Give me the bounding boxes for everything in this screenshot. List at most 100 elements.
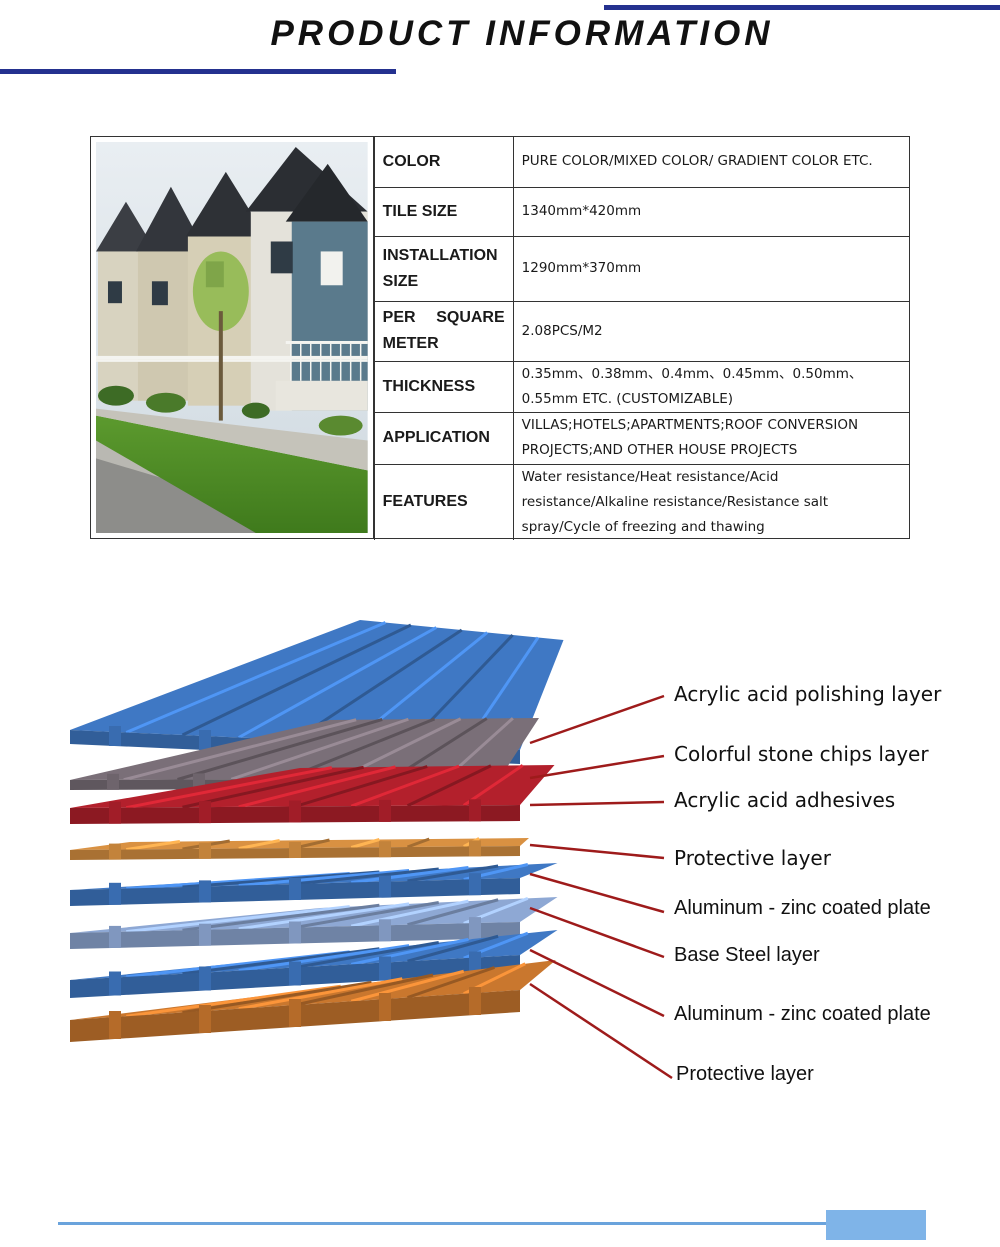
layer-rib bbox=[238, 839, 280, 850]
spec-label: COLOR bbox=[373, 137, 514, 188]
layer-rib bbox=[294, 765, 428, 808]
layer-sheet bbox=[70, 837, 529, 860]
spec-label: FEATURES bbox=[373, 463, 514, 540]
layer-rib bbox=[182, 981, 372, 1014]
layer-corrugation bbox=[107, 773, 119, 790]
table-row: PER SQUARE METER 2.08PCS/M2 bbox=[373, 300, 909, 362]
layer-corrugation bbox=[289, 842, 301, 858]
layer-rib bbox=[294, 901, 440, 929]
layer-corrugation bbox=[469, 873, 481, 896]
layer-rib bbox=[126, 905, 350, 934]
layer-sheet bbox=[70, 896, 558, 949]
layer-rib bbox=[294, 867, 439, 886]
layer-rib bbox=[126, 840, 181, 851]
spec-value: VILLAS;HOTELS;APARTMENTS;ROOF CONVERSION… bbox=[512, 411, 909, 465]
layer-label: Colorful stone chips layer bbox=[674, 742, 929, 766]
layer-corrugation bbox=[199, 801, 211, 824]
layer-corrugation bbox=[109, 726, 121, 746]
layer-rib bbox=[407, 864, 499, 883]
leader-line bbox=[529, 872, 665, 914]
layer-corrugation bbox=[199, 966, 211, 991]
layer-rib bbox=[294, 941, 440, 969]
layer-rib bbox=[407, 966, 495, 999]
layer-sheet bbox=[70, 863, 558, 906]
table-row: TILE SIZE 1340mm*420mm bbox=[373, 186, 909, 237]
layer-corrugation bbox=[289, 921, 301, 944]
footer-rule bbox=[58, 1222, 828, 1225]
layer-corrugation bbox=[199, 842, 211, 859]
layer-rib bbox=[126, 984, 341, 1018]
layer-corrugation bbox=[109, 925, 121, 948]
layer-corrugation bbox=[379, 956, 391, 981]
spec-label: INSTALLATION SIZE bbox=[373, 235, 514, 302]
layer-corrugation bbox=[109, 882, 121, 905]
layer-corrugation bbox=[289, 878, 301, 900]
leader-line bbox=[529, 906, 665, 959]
leader-line bbox=[529, 843, 665, 860]
layer-rib bbox=[351, 866, 469, 884]
spec-value: 1290mm*370mm bbox=[512, 235, 909, 302]
layer-corrugation bbox=[469, 951, 481, 976]
layer-sheet bbox=[70, 764, 555, 824]
layer-rib bbox=[181, 623, 412, 737]
layer-rib bbox=[406, 837, 430, 849]
table-row: INSTALLATION SIZE 1290mm*370mm bbox=[373, 235, 909, 302]
layer-corrugation bbox=[379, 875, 391, 898]
leader-line bbox=[529, 694, 665, 745]
layer-rib bbox=[407, 898, 499, 927]
spec-value: 1340mm*420mm bbox=[512, 186, 909, 237]
spec-section: COLOR PURE COLOR/MIXED COLOR/ GRADIENT C… bbox=[90, 136, 910, 540]
layer-rib bbox=[182, 947, 380, 976]
leader-line bbox=[529, 754, 665, 780]
layer-label: Aluminum - zinc coated plate bbox=[674, 897, 931, 919]
house-illustration bbox=[96, 142, 368, 533]
layer-sheet bbox=[70, 930, 558, 998]
layer-corrugation bbox=[199, 923, 211, 946]
layer-rib bbox=[125, 766, 333, 810]
spec-value: PURE COLOR/MIXED COLOR/ GRADIENT COLOR E… bbox=[512, 137, 909, 188]
layer-corrugation bbox=[109, 843, 121, 860]
layer-rib bbox=[350, 937, 469, 966]
page-title: PRODUCT INFORMATION bbox=[270, 14, 774, 53]
layer-rib bbox=[177, 718, 383, 781]
layer-corrugation bbox=[289, 961, 301, 986]
layer-sheet-top bbox=[70, 930, 558, 980]
layer-rib bbox=[182, 903, 380, 932]
layer-corrugation bbox=[469, 799, 481, 822]
layer-corrugation bbox=[469, 917, 481, 940]
header-rule-top bbox=[604, 5, 1000, 10]
layer-corrugation bbox=[199, 730, 211, 750]
spec-label: THICKNESS bbox=[373, 360, 514, 413]
layer-rib bbox=[238, 944, 410, 973]
layer-rib bbox=[123, 718, 357, 782]
layer-corrugation bbox=[199, 880, 211, 903]
layer-diagram: Acrylic acid polishing layer Colorful st… bbox=[0, 600, 1000, 1190]
layer-corrugation bbox=[379, 841, 391, 858]
layer-rib bbox=[350, 764, 460, 808]
layer-label: Acrylic acid polishing layer bbox=[674, 682, 942, 706]
layer-rib bbox=[350, 899, 469, 928]
leader-line bbox=[529, 982, 673, 1080]
layer-label: Aluminum - zinc coated plate bbox=[674, 1003, 931, 1025]
layer-corrugation bbox=[469, 987, 481, 1015]
layer-corrugation bbox=[469, 840, 481, 857]
spec-label: PER SQUARE METER bbox=[373, 300, 514, 362]
footer-tab bbox=[826, 1210, 926, 1240]
layer-rib bbox=[350, 838, 380, 849]
spec-value: Water resistance/Heat resistance/Acid re… bbox=[512, 463, 909, 540]
layer-sheet bbox=[70, 960, 556, 1042]
layer-rib bbox=[350, 969, 465, 1003]
layer-rib bbox=[230, 717, 409, 781]
layer-corrugation bbox=[289, 800, 301, 823]
layer-stack-illustration bbox=[70, 620, 673, 1080]
table-row: FEATURES Water resistance/Heat resistanc… bbox=[373, 463, 909, 540]
spec-value: 2.08PCS/M2 bbox=[512, 300, 909, 362]
layer-corrugation bbox=[379, 799, 391, 822]
layer-corrugation bbox=[109, 971, 121, 996]
layer-rib bbox=[238, 626, 438, 739]
layer-rib bbox=[238, 902, 410, 931]
layer-corrugation bbox=[379, 919, 391, 942]
layer-rib bbox=[407, 934, 499, 963]
house-photo bbox=[91, 137, 374, 538]
layer-rib bbox=[238, 977, 403, 1011]
